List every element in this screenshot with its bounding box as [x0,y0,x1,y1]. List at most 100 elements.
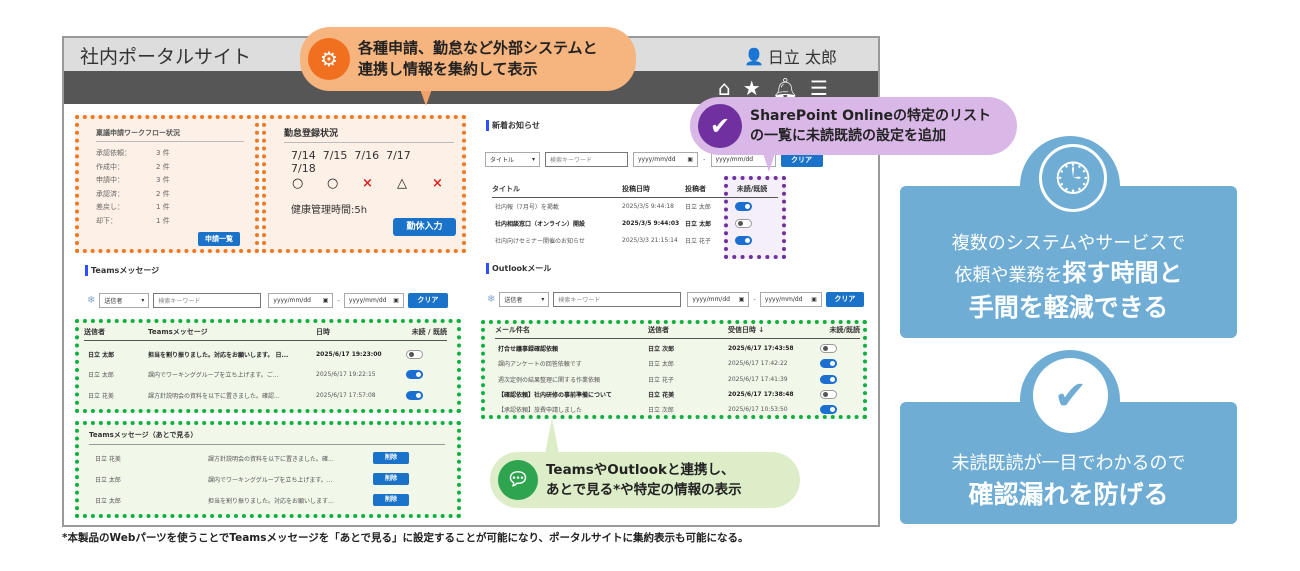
cell: 日立 次郎 [648,406,674,414]
date-value: yyyy/mm/dd [638,156,676,163]
read-toggle[interactable] [735,201,752,211]
read-toggle[interactable] [735,218,752,228]
cell: 2025/6/17 19:22:15 [316,370,376,378]
delete-button[interactable]: 削除 [373,452,409,464]
cell: 課内でワーキンググループを立ち上げます。... [208,476,333,484]
news-date-from[interactable]: yyyy/mm/dd▣ [633,152,698,167]
application-list-button[interactable]: 申請一覧 [198,232,240,246]
cell: 課内アンケートの回答依頼です [498,360,582,368]
read-toggle[interactable] [820,404,837,414]
col-header: メール件名 [495,326,530,334]
callout-pointer [762,150,776,172]
cell: 社内相談窓口（オンライン）開設 [495,220,586,228]
delete-button[interactable]: 削除 [373,473,409,485]
col-header: タイトル [492,185,520,193]
read-toggle[interactable] [406,349,423,359]
col-header: 送信者 [648,326,669,334]
read-toggle[interactable] [820,389,837,399]
table-row[interactable]: 日立 太郎担当を割り振りました。対応をお願いします。 日...2025/6/17… [88,348,423,360]
read-toggle[interactable] [406,369,423,379]
home-icon[interactable]: ⌂ [718,76,731,100]
gear-icon[interactable]: ❄ [487,294,496,305]
col-header: 未読/既読 [736,185,768,193]
user-menu[interactable]: 👤日立 太郎 [744,44,837,68]
cell: 2025/6/17 17:43:58 [728,344,794,352]
delete-button[interactable]: 削除 [373,494,409,506]
cell: 日立 太郎 [95,497,121,505]
teams-field-select[interactable]: 送信者▾ [99,293,150,308]
read-toggle[interactable] [406,390,423,400]
col-header: 日時 [316,328,330,336]
date-value: yyyy/mm/dd [692,296,730,303]
cell: 日立 花美 [88,392,114,400]
date-value: yyyy/mm/dd [273,297,311,304]
user-name: 日立 太郎 [767,48,838,67]
cell: 日立 太郎 [88,351,115,359]
callout-line: あとで見る*や特定の情報の表示 [546,482,742,498]
col-header: 受信日時 ↓ [728,326,765,334]
chat-icon: 💬︎ [498,460,538,500]
news-filter: タイトル▾ 検索キーワード yyyy/mm/dd▣ - yyyy/mm/dd ク… [485,152,823,167]
outlook-date-to[interactable]: yyyy/mm/dd▣ [759,292,822,307]
outlook-field-select[interactable]: 送信者▾ [499,292,550,307]
bell-icon[interactable]: 🔔︎ [772,76,799,100]
teams-keyword-input[interactable]: 検索キーワード [153,293,262,308]
read-toggle[interactable] [735,235,752,245]
read-toggle[interactable] [820,374,837,384]
dates-line: 7/14 7/15 7/16 7/17 [291,149,411,162]
cell: 日立 太郎 [95,476,121,484]
teams-table-header: 送信者 Teamsメッセージ 日時 未読 / 既読 [84,327,447,341]
table-row[interactable]: 日立 太郎課内でワーキンググループを立ち上げます。ご...2025/6/17 1… [88,368,423,380]
outlook-table-highlight [481,320,867,419]
calendar-icon: ▣ [322,297,329,304]
teams-clear-button[interactable]: クリア [407,293,448,308]
read-status-callout: ✔ SharePoint Onlineの特定のリストの一覧に未読既読の設定を追加 [690,97,1017,155]
teams-date-to[interactable]: yyyy/mm/dd▣ [343,293,404,308]
star-icon[interactable]: ★ [742,76,761,100]
outlook-keyword-input[interactable]: 検索キーワード [553,292,682,307]
table-row[interactable]: 日立 花美課方針説明会の資料を以下に置きました。確認...2025/6/17 1… [88,389,423,401]
date-separator: - [703,155,706,164]
news-keyword-input[interactable]: 検索キーワード [545,152,628,167]
outlook-date-from[interactable]: yyyy/mm/dd▣ [687,292,750,307]
read-toggle[interactable] [820,343,837,353]
list-item: 日立 太郎担当を割り振りました。対応をお願いします...削除 [95,494,409,506]
cell: 日立 太郎 [685,203,711,211]
news-clear-button[interactable]: クリア [780,152,823,167]
outlook-clear-button[interactable]: クリア [825,292,864,307]
cell: 日立 太郎 [685,220,712,228]
cell: 課内でワーキンググループを立ち上げます。ご... [148,371,279,379]
clock-icon: 🕒︎ [1035,140,1111,216]
benefit-text: 未読既読が一目でわかるので [951,453,1186,474]
read-toggle[interactable] [820,358,837,368]
outlook-filter: ❄ 送信者▾ 検索キーワード yyyy/mm/dd▣ - yyyy/mm/dd▣… [487,292,864,307]
col-header: 投稿者 [685,185,706,193]
chevron-down-icon: ▾ [531,156,535,163]
attendance-input-button[interactable]: 勤休入力 [393,218,456,236]
teams-table-highlight [75,319,461,413]
wf-count: 3 件 [156,176,170,184]
cell: 2025/6/17 17:57:08 [316,391,376,399]
benefit-emphasis: 探す時間と [1062,259,1183,287]
wf-label: 承認依頼： [96,149,131,157]
callout-line: 連携し情報を集約して表示 [358,60,538,78]
dates-line: 7/18 [291,162,316,175]
news-field-select[interactable]: タイトル▾ [485,152,540,167]
attendance-marks: ○ ○ × △ × [292,176,467,191]
select-value: 送信者 [504,297,523,304]
gear-icon[interactable]: ❄ [87,295,96,306]
date-value: yyyy/mm/dd [715,156,754,163]
outlook-table-header: メール件名 送信者 受信日時 ↓ 未読/既読 [495,325,860,339]
col-header: 送信者 [84,328,105,336]
menu-icon[interactable]: ☰ [810,76,828,100]
teams-date-from[interactable]: yyyy/mm/dd ▣ [268,293,334,308]
